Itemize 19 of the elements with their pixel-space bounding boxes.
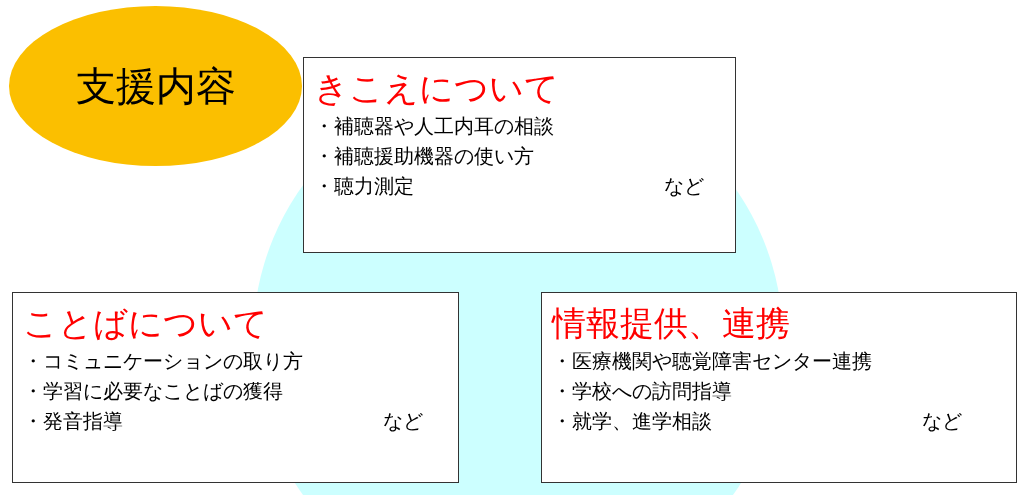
ellipse-title: 支援内容	[75, 61, 236, 111]
list-note: など	[922, 409, 962, 433]
list-item: ・コミュニケーションの取り方	[23, 349, 303, 373]
box-heading: 情報提供、連携	[552, 303, 790, 343]
list-item: ・就学、進学相談	[552, 409, 712, 433]
list-note: など	[383, 409, 423, 433]
list-note: など	[664, 174, 704, 198]
text-box	[12, 292, 459, 483]
list-item: ・発音指導	[23, 409, 123, 433]
list-item: ・聴力測定	[314, 174, 414, 198]
list-item: ・補聴援助機器の使い方	[314, 144, 534, 168]
list-item: ・学校への訪問指導	[552, 379, 732, 403]
list-item: ・補聴器や人工内耳の相談	[314, 114, 554, 138]
box-heading: きこえについて	[314, 68, 559, 108]
list-item: ・医療機関や聴覚障害センター連携	[552, 349, 872, 373]
box-heading: ことばについて	[23, 303, 268, 343]
text-box	[303, 57, 736, 253]
list-item: ・学習に必要なことばの獲得	[23, 379, 283, 403]
text-box	[541, 292, 1017, 483]
